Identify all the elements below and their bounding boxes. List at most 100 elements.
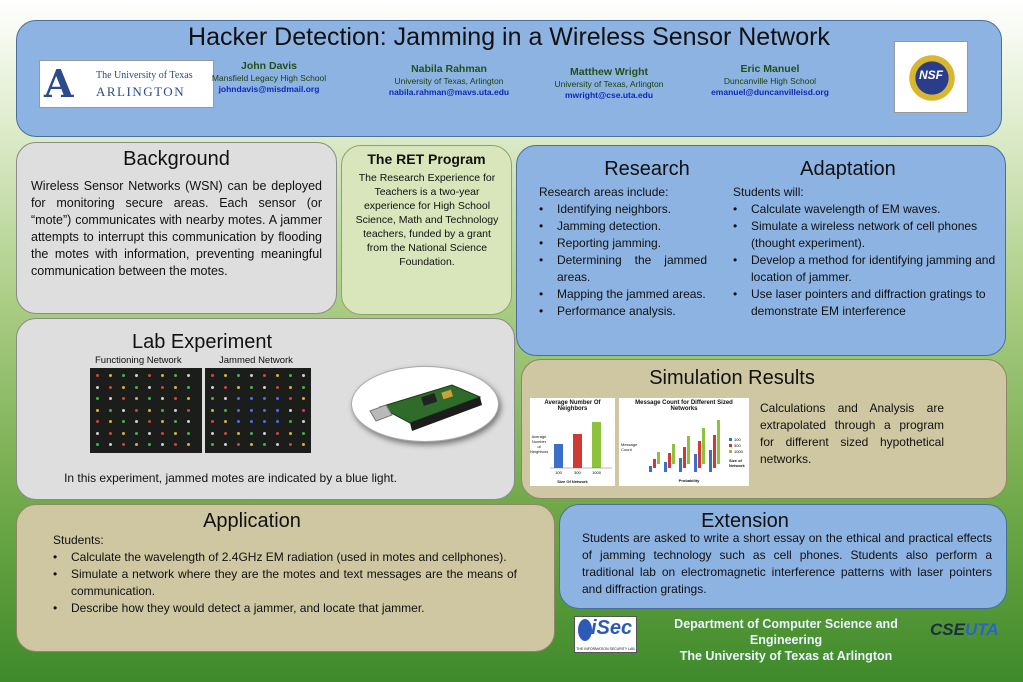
list-item: Performance analysis.	[535, 303, 707, 320]
mote-light	[122, 420, 125, 423]
mote-light	[302, 385, 305, 389]
mote-light	[96, 443, 99, 446]
mote-light	[289, 408, 292, 412]
mote-light	[161, 443, 164, 446]
department-credit: Department of Computer Science and Engin…	[640, 616, 932, 664]
chart-bar	[664, 462, 667, 472]
research-panel: Research Research areas include: Identif…	[516, 145, 1006, 356]
chart-xlabel: Probability	[678, 478, 700, 483]
chart-ylabel: Message Count	[621, 442, 638, 452]
mote-device-image	[351, 366, 499, 442]
mote-light	[148, 408, 151, 412]
mote-light	[148, 431, 151, 435]
cse-logo-text: CSE	[930, 620, 965, 639]
mote-light	[211, 431, 214, 435]
mote-light	[96, 408, 99, 412]
mote-light	[187, 397, 190, 400]
list-item: Develop a method for identifying jamming…	[729, 252, 1001, 286]
author-1: John Davis Mansfield Legacy High School …	[199, 59, 339, 95]
author-name: Eric Manuel	[740, 63, 800, 75]
chart-bar	[683, 447, 686, 468]
simulation-heading: Simulation Results	[649, 367, 815, 389]
research-intro: Research areas include:	[539, 185, 669, 199]
mote-light	[109, 408, 112, 412]
legend-label: 300	[734, 443, 741, 448]
chart-bar	[554, 444, 563, 468]
uta-a-mark-icon: A	[44, 61, 74, 106]
mote-light	[135, 385, 138, 389]
mote-light	[148, 374, 151, 377]
mote-light	[174, 397, 177, 400]
mote-light	[135, 408, 138, 412]
isec-logo-subtext: THE INFORMATION SECURITY LAB	[576, 647, 635, 651]
mote-light	[263, 397, 266, 400]
adaptation-heading: Adaptation	[800, 158, 896, 180]
mote-light	[96, 397, 99, 400]
mote-light	[250, 374, 253, 377]
background-panel: Background Wireless Sensor Networks (WSN…	[16, 142, 337, 314]
lab-note: In this experiment, jammed motes are ind…	[64, 471, 397, 485]
chart-bar	[592, 422, 601, 468]
mote-light	[122, 374, 125, 377]
author-email[interactable]: mwright@cse.uta.edu	[564, 90, 654, 100]
mote-light	[96, 374, 99, 377]
mote-light	[135, 443, 138, 446]
list-item: Simulate a wireless network of cell phon…	[729, 218, 1001, 252]
chart-bar	[679, 458, 682, 472]
extension-panel: Extension Students are asked to write a …	[559, 504, 1007, 609]
mote-light	[276, 385, 279, 389]
author-email[interactable]: johndavis@misdmail.org	[218, 84, 320, 94]
chart-bar	[717, 420, 720, 464]
chart-tick-label: 100	[555, 470, 562, 475]
mote-light	[211, 408, 214, 412]
application-list: Calculate the wavelength of 2.4GHz EM ra…	[49, 549, 517, 617]
simulation-panel: Simulation Results Average Number Of Nei…	[521, 359, 1007, 499]
application-intro: Students:	[53, 533, 104, 547]
list-item: Reporting jamming.	[535, 235, 707, 252]
mote-light	[148, 420, 151, 423]
mote-light	[237, 397, 240, 400]
author-2: Nabila Rahman University of Texas, Arlin…	[369, 62, 529, 98]
isec-shield-icon	[578, 619, 592, 641]
mote-light	[161, 408, 164, 412]
chart-ylabel: Average Number of Neighbors	[530, 434, 549, 454]
author-email[interactable]: nabila.rahman@mavs.uta.edu	[388, 87, 510, 97]
list-item: Mapping the jammed areas.	[535, 286, 707, 303]
mote-light	[276, 431, 279, 435]
chart-bar	[694, 454, 697, 472]
mote-light	[237, 431, 240, 435]
jammed-network-caption: Jammed Network	[219, 355, 293, 366]
message-count-chart: Message Count for Different Sized Networ…	[619, 398, 749, 486]
extension-heading: Extension	[701, 510, 789, 532]
mote-light	[187, 408, 190, 412]
chart-bar	[709, 450, 712, 472]
mote-light	[187, 385, 190, 389]
mote-light	[250, 397, 253, 400]
mote-light	[161, 431, 164, 435]
mote-light	[302, 443, 305, 446]
mote-light	[122, 385, 125, 389]
mote-light	[263, 385, 266, 389]
list-item: Describe how they would detect a jammer,…	[49, 600, 517, 617]
simulation-text: Calculations and Analysis are extrapolat…	[760, 401, 944, 466]
mote-light	[161, 397, 164, 400]
cse-uta-logo: CSEUTA	[930, 620, 1010, 650]
uta-logo-line2: ARLINGTON	[96, 84, 186, 99]
mote-light	[174, 408, 177, 412]
mote-light	[122, 431, 125, 435]
chart-bar	[713, 435, 716, 468]
background-heading: Background	[123, 148, 230, 170]
mote-light	[276, 374, 279, 377]
mote-light	[263, 443, 266, 446]
chart-bar	[649, 466, 652, 472]
mote-light	[224, 408, 227, 412]
author-email[interactable]: emanuel@duncanvilleisd.org	[711, 87, 829, 97]
author-name: Matthew Wright	[570, 66, 648, 78]
mote-light	[250, 443, 253, 446]
mote-light	[289, 374, 292, 377]
research-list: Identifying neighbors. Jamming detection…	[535, 201, 707, 320]
background-text: Wireless Sensor Networks (WSN) can be de…	[31, 179, 322, 278]
mote-light	[302, 408, 305, 412]
list-item: Identifying neighbors.	[535, 201, 707, 218]
